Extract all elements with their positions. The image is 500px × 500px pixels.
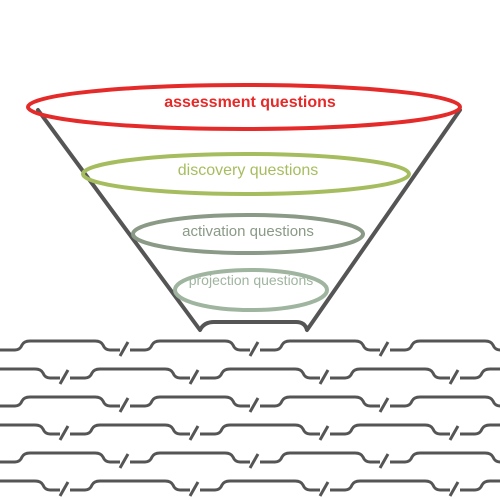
conveyor-notch: [58, 369, 70, 385]
conveyor-notch: [58, 425, 70, 441]
conveyor-notch: [318, 425, 330, 441]
conveyor-notch: [248, 453, 260, 469]
ring-discovery: [81, 152, 411, 196]
conveyor-notch: [118, 453, 130, 469]
conveyor-notch: [188, 425, 200, 441]
conveyor-notch: [378, 397, 390, 413]
ring-assessment: [26, 83, 462, 131]
conveyor-row-6: [0, 479, 500, 492]
label-assessment-questions: assessment questions: [164, 94, 336, 111]
conveyor-lines: [0, 339, 500, 497]
conveyor-notch: [188, 369, 200, 385]
conveyor-row-2: [0, 367, 500, 380]
conveyor-notch: [318, 369, 330, 385]
conveyor-notch: [378, 453, 390, 469]
ring-projection: [173, 268, 329, 312]
label-discovery-questions: discovery questions: [177, 162, 319, 179]
funnel-spout: [198, 320, 309, 331]
label-projection-questions: projection questions: [188, 272, 314, 288]
conveyor-notch: [118, 341, 130, 357]
conveyor-notch: [318, 481, 330, 497]
conveyor-notch: [448, 425, 460, 441]
label-activation-questions: activation questions: [182, 223, 314, 240]
conveyor-notch: [188, 481, 200, 497]
conveyor-notch: [118, 397, 130, 413]
conveyor-notch: [248, 397, 260, 413]
funnel-left-side: [36, 108, 202, 332]
conveyor-row-1: [0, 339, 500, 352]
conveyor-row-4: [0, 423, 500, 436]
conveyor-notch: [448, 481, 460, 497]
ring-activation: [131, 213, 365, 255]
conveyor-row-3: [0, 395, 500, 408]
conveyor-notch: [448, 369, 460, 385]
conveyor-notch: [248, 341, 260, 357]
conveyor-notch: [58, 481, 70, 497]
conveyor-row-5: [0, 451, 500, 464]
funnel-right-side: [305, 108, 462, 332]
conveyor-notch: [378, 341, 390, 357]
